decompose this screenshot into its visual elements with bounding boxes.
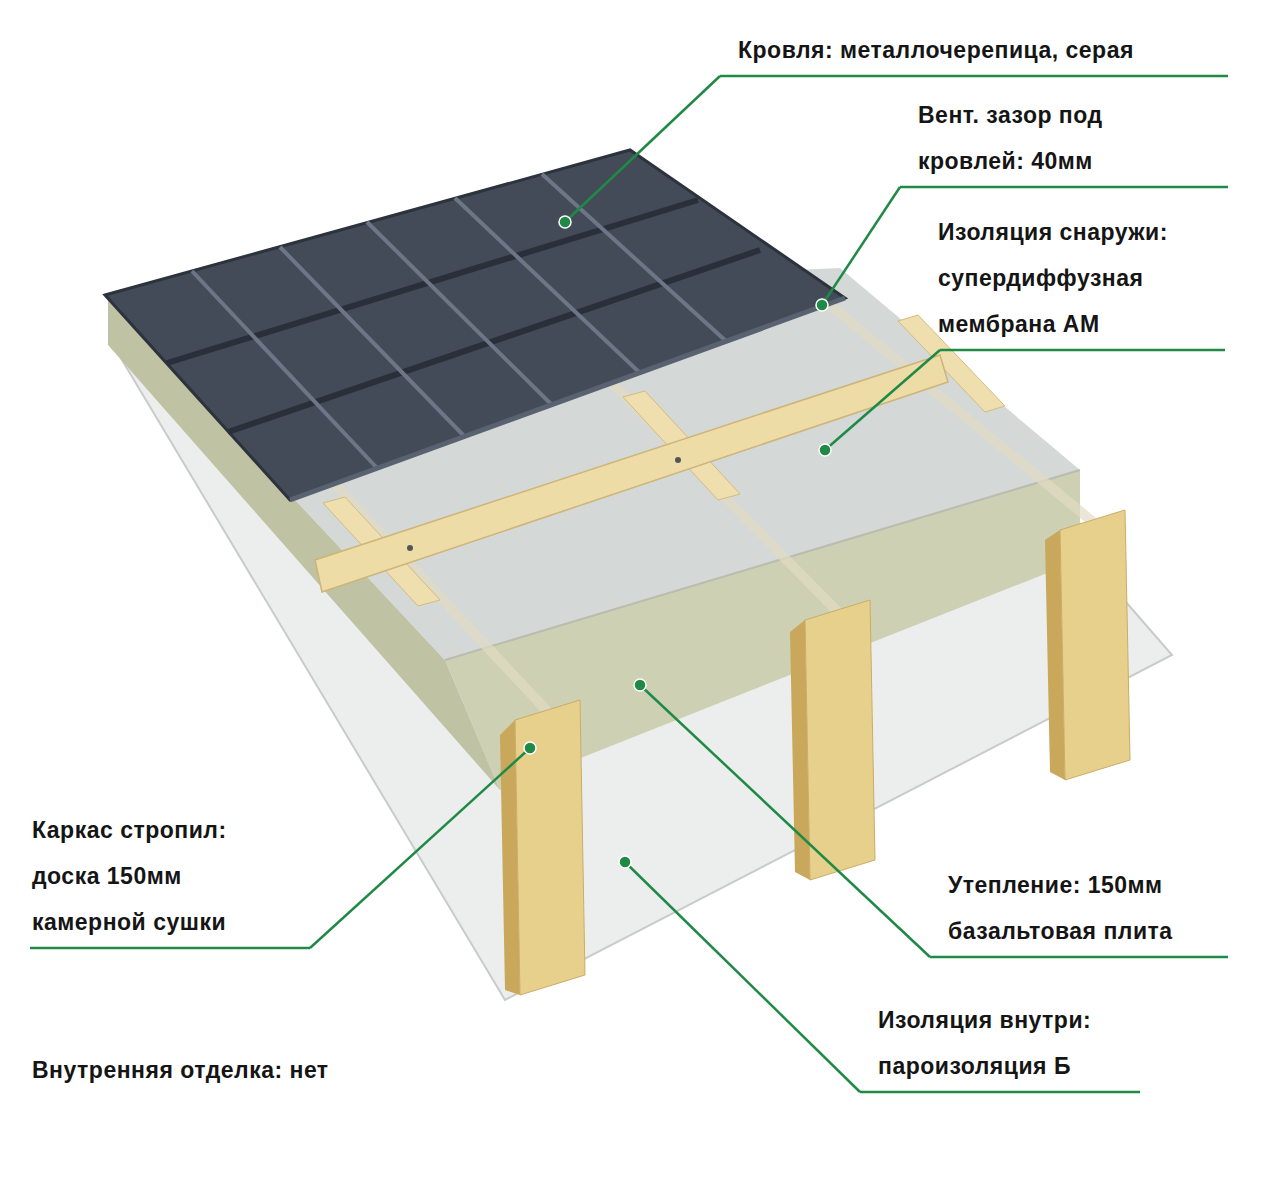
callout-label: Утепление: 150мм базальтовая плита [948, 862, 1228, 954]
metal-tile-roofing-part [542, 174, 727, 342]
rafters-part [1060, 510, 1130, 780]
metal-tile-roofing-part [192, 271, 377, 468]
callout-label: Изоляция внутри: пароизоляция Б [878, 997, 1148, 1089]
callout-label: Каркас стропил: доска 150мм камерной суш… [32, 807, 282, 945]
leader-dot [819, 444, 831, 456]
leader-dot [524, 742, 536, 754]
rafters-part [515, 700, 585, 995]
leader-line [565, 76, 720, 222]
leader-dot [559, 216, 571, 228]
underline [930, 956, 1228, 959]
callout-label: Изоляция снаружи: супердиффузная мембран… [938, 209, 1233, 347]
metal-tile-roofing-part [105, 150, 845, 500]
underline [940, 349, 1225, 352]
batten-board-part [675, 457, 681, 463]
leader-dot [619, 856, 631, 868]
metal-tile-roofing [105, 150, 845, 500]
underline [720, 75, 1228, 78]
underline [30, 947, 310, 950]
leader-line [822, 187, 900, 305]
callout-label: Вент. зазор под кровлей: 40мм [918, 92, 1208, 184]
batten-board-part [407, 545, 413, 551]
underline [900, 186, 1228, 189]
callout-label: Кровля: металлочерепица, серая [738, 27, 1228, 73]
leader-line [310, 748, 530, 948]
underline [860, 1091, 1140, 1094]
leader-dot [634, 679, 646, 691]
metal-tile-roofing-part [455, 198, 640, 373]
leader-line [825, 350, 940, 450]
metal-tile-roofing-part [167, 200, 698, 363]
metal-tile-roofing-part [290, 298, 845, 500]
callout-label: Внутренняя отделка: нет [32, 1047, 452, 1093]
leader-line [625, 862, 860, 1092]
metal-tile-roofing-part [367, 222, 552, 405]
rafters-part [805, 600, 875, 880]
leader-dot [816, 299, 828, 311]
leader-line [640, 685, 930, 957]
metal-tile-roofing-part [280, 247, 465, 437]
